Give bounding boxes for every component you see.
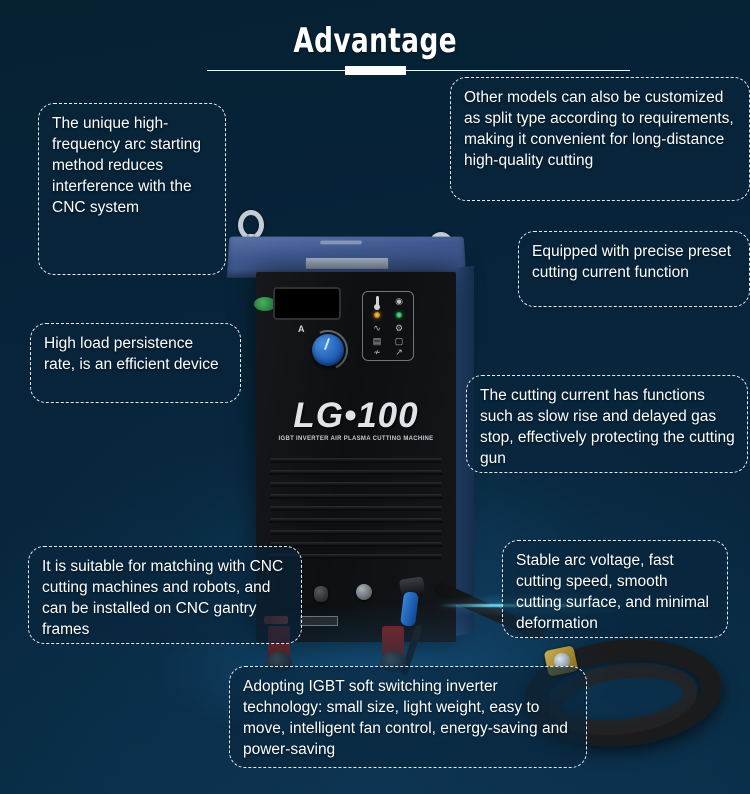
temperature-icon [366, 295, 388, 311]
page-title-wrap: Advantage [0, 22, 750, 60]
vent-slat [270, 506, 442, 511]
torch-icon: ⚙ [394, 322, 404, 333]
current-adjust-knob[interactable] [312, 334, 344, 366]
power-led [388, 308, 410, 321]
machine-spec-plate [305, 257, 389, 269]
callout-stable-arc-voltage: Stable arc voltage, fast cutting speed, … [502, 540, 728, 638]
cutting-icon: ↗ [395, 347, 403, 357]
machine-front-panel: A ◉ ∿ ⚙ ▤ ▢ ≁ ↗ LG•100 IGBT INVERTER AIR… [254, 272, 456, 676]
machine-top-strip [320, 240, 362, 245]
callout-high-load-persistence: High load persistence rate, is an effici… [30, 323, 241, 403]
title-underline-accent [345, 66, 406, 75]
indicator-panel: ◉ ∿ ⚙ ▤ ▢ ≁ ↗ [362, 291, 414, 361]
vent-slat [270, 530, 442, 535]
gas-valve-icon: ▢ [394, 335, 404, 346]
vent-slat [270, 518, 442, 523]
vent-slat [270, 554, 442, 559]
callout-other-models: Other models can also be customized as s… [450, 77, 750, 201]
vent-slat [270, 494, 442, 499]
current-display [273, 287, 341, 320]
ventilation-louvers [270, 458, 442, 568]
gas-inlet-connector [314, 586, 328, 602]
title-underline [207, 70, 630, 71]
product-brand: LG•100 [293, 396, 419, 435]
power-indicator-icon: ◉ [395, 296, 403, 307]
wave-icon: ≁ [373, 347, 381, 357]
lifting-eyebolt-left-icon [238, 210, 264, 246]
callout-igbt-technology: Adopting IGBT soft switching inverter te… [229, 666, 587, 768]
ground-cable-socket [356, 584, 372, 600]
callout-preset-cutting-current: Equipped with precise preset cutting cur… [518, 231, 750, 307]
product-subtitle: IGBT INVERTER AIR PLASMA CUTTING MACHINE [278, 436, 434, 442]
overheat-led [366, 308, 388, 321]
callout-suitable-for-cnc: It is suitable for matching with CNC cut… [28, 546, 302, 644]
arc-waveform-icon: ∿ [373, 322, 381, 333]
brand-logo-icon [254, 297, 276, 311]
vent-slat [270, 470, 442, 475]
callout-unique-arc-starting: The unique high-frequency arc starting m… [38, 103, 226, 275]
air-pressure-icon: ▤ [372, 335, 382, 346]
display-unit-label: A [298, 324, 305, 334]
page-title: Advantage [293, 21, 457, 61]
callout-cutting-current-functions: The cutting current has functions such a… [466, 375, 748, 473]
vent-slat [270, 542, 442, 547]
vent-slat [270, 458, 442, 463]
vent-slat [270, 482, 442, 487]
